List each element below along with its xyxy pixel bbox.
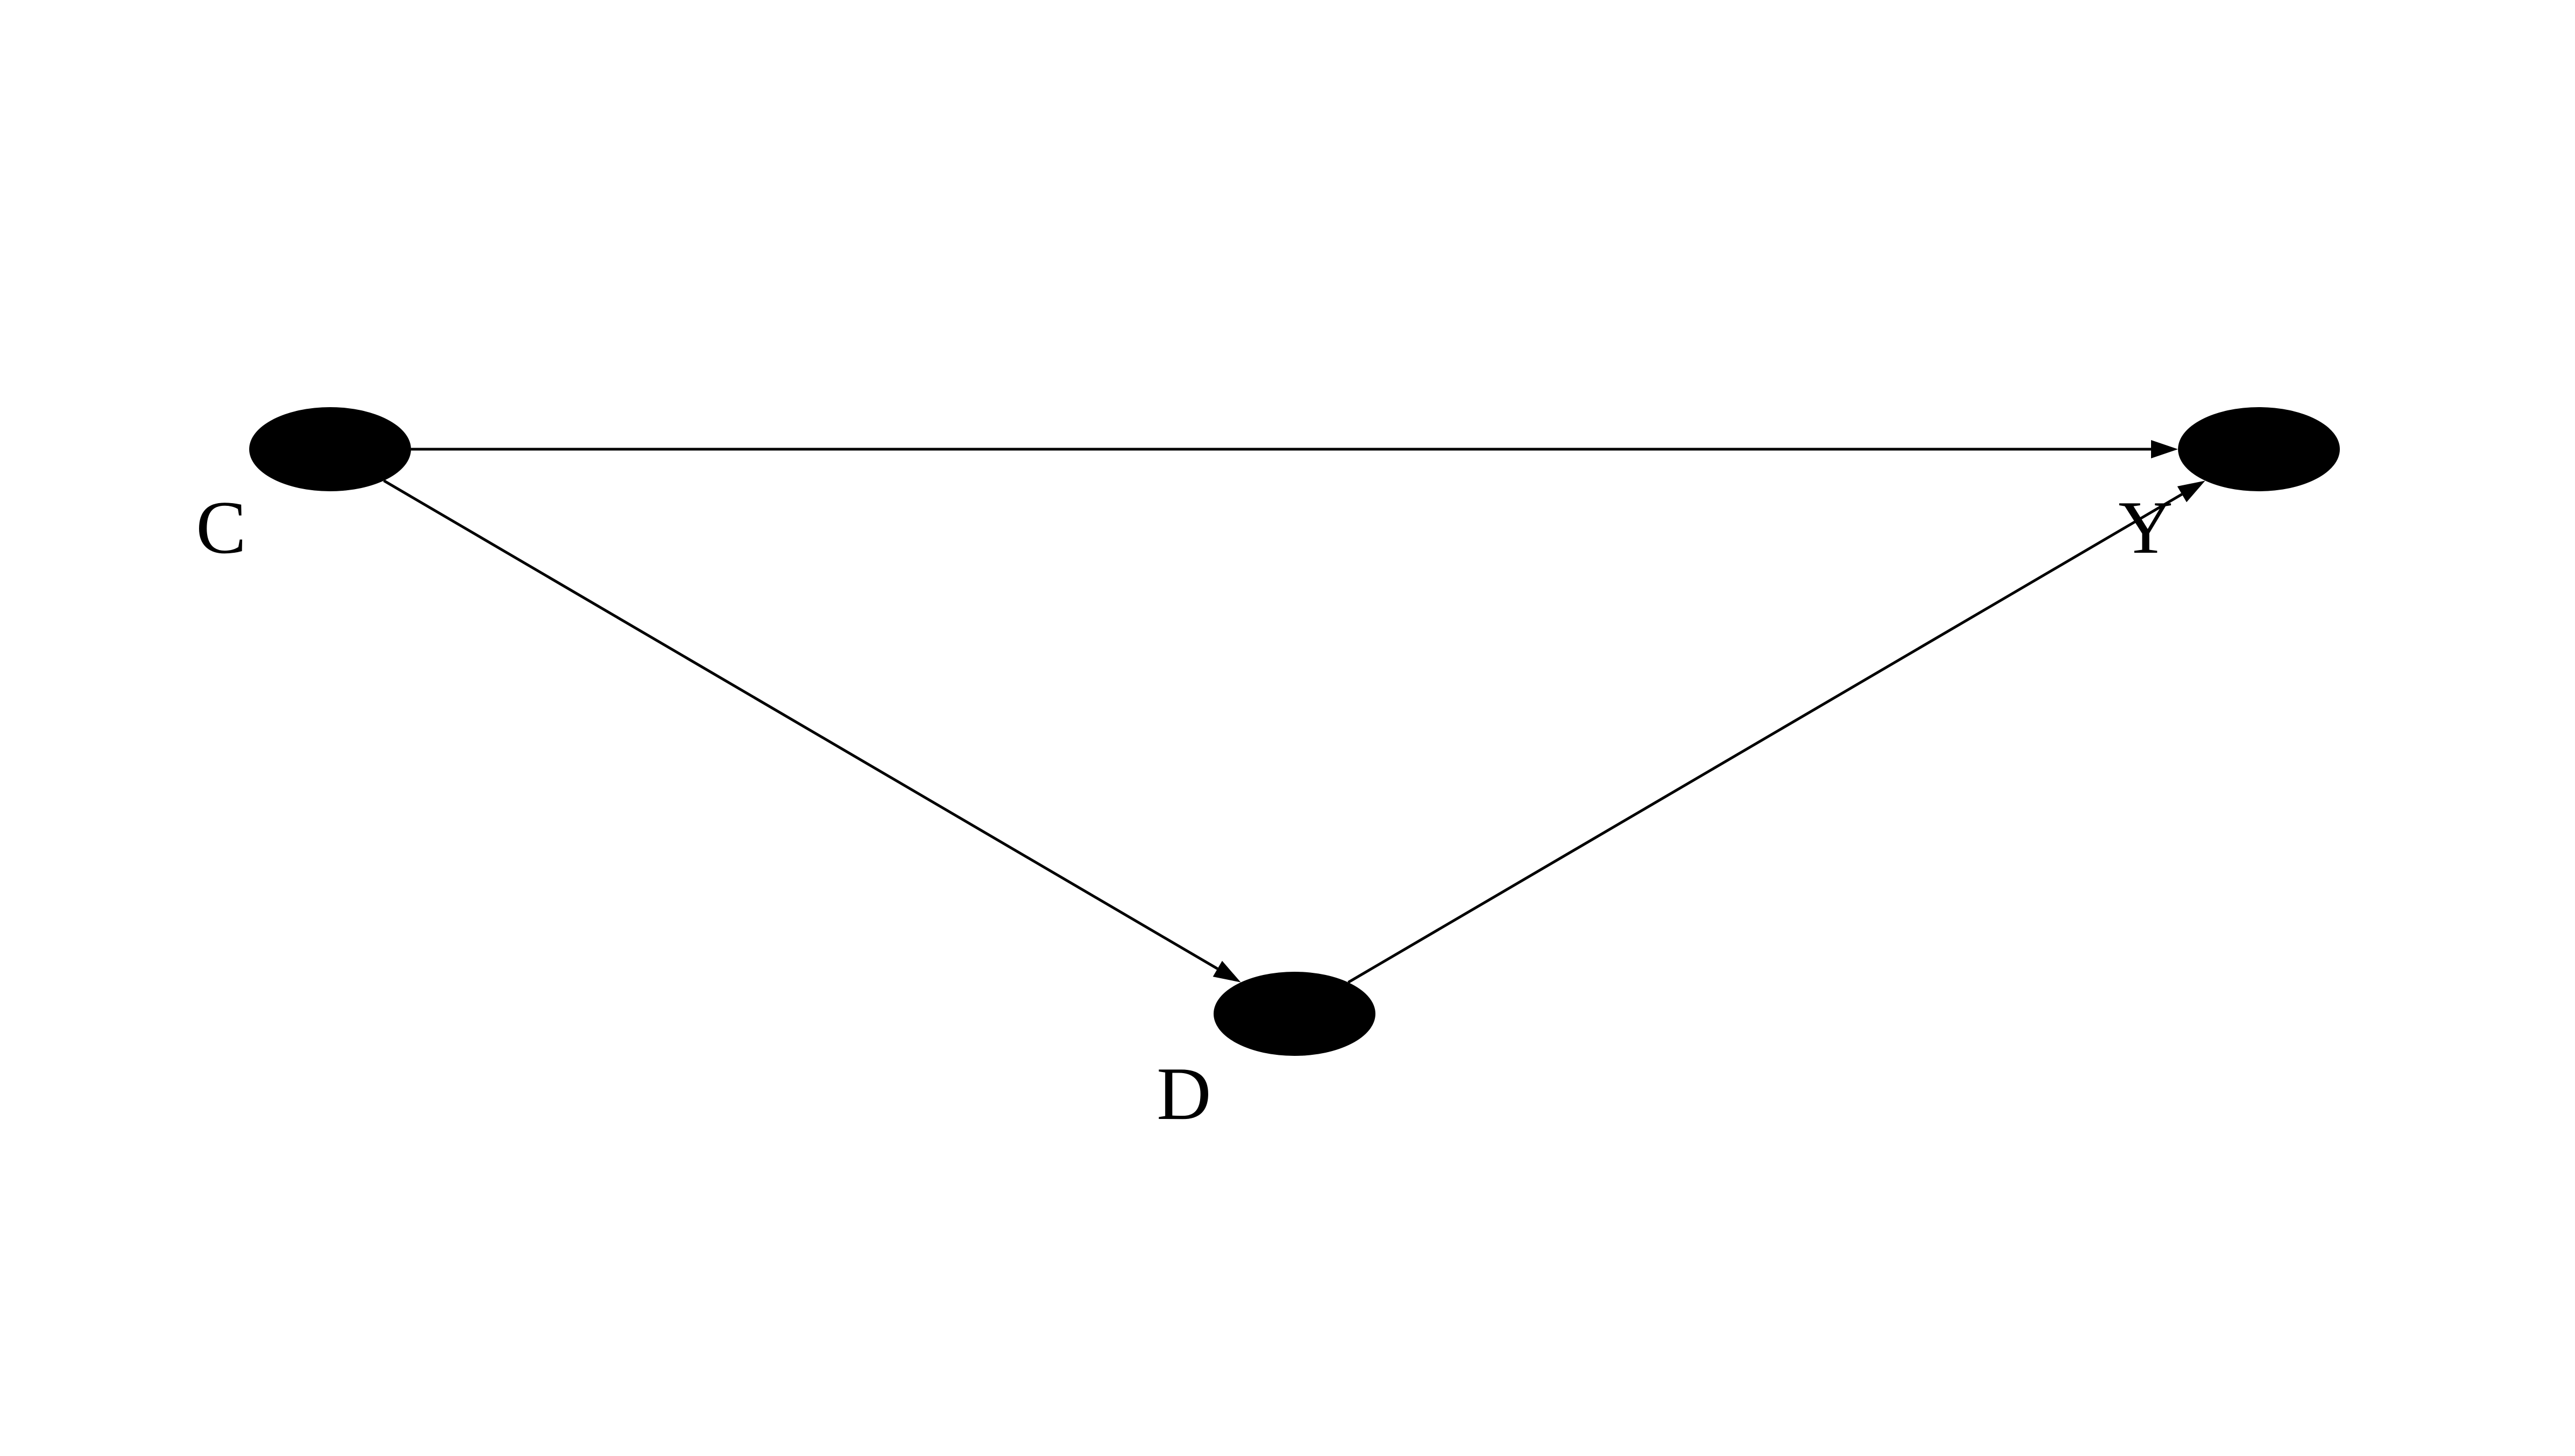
labels-layer: C D Y xyxy=(196,486,2173,1136)
edge-d-to-y xyxy=(1347,480,2206,984)
arrowhead xyxy=(2151,440,2178,458)
node-d xyxy=(1214,972,1375,1056)
edge-c-to-d xyxy=(383,479,1241,983)
edges-layer xyxy=(383,440,2206,984)
node-c xyxy=(249,407,411,491)
edge-c-to-y xyxy=(411,440,2178,458)
nodes-layer xyxy=(249,407,2340,1056)
node-label-d: D xyxy=(1156,1052,1211,1136)
node-y xyxy=(2178,407,2340,491)
edge-line xyxy=(1347,493,2183,984)
node-label-c: C xyxy=(196,486,246,569)
node-label-y: Y xyxy=(2118,486,2173,569)
edge-line xyxy=(383,479,1218,970)
arrowhead xyxy=(1213,960,1241,983)
arrowhead xyxy=(2177,480,2206,503)
